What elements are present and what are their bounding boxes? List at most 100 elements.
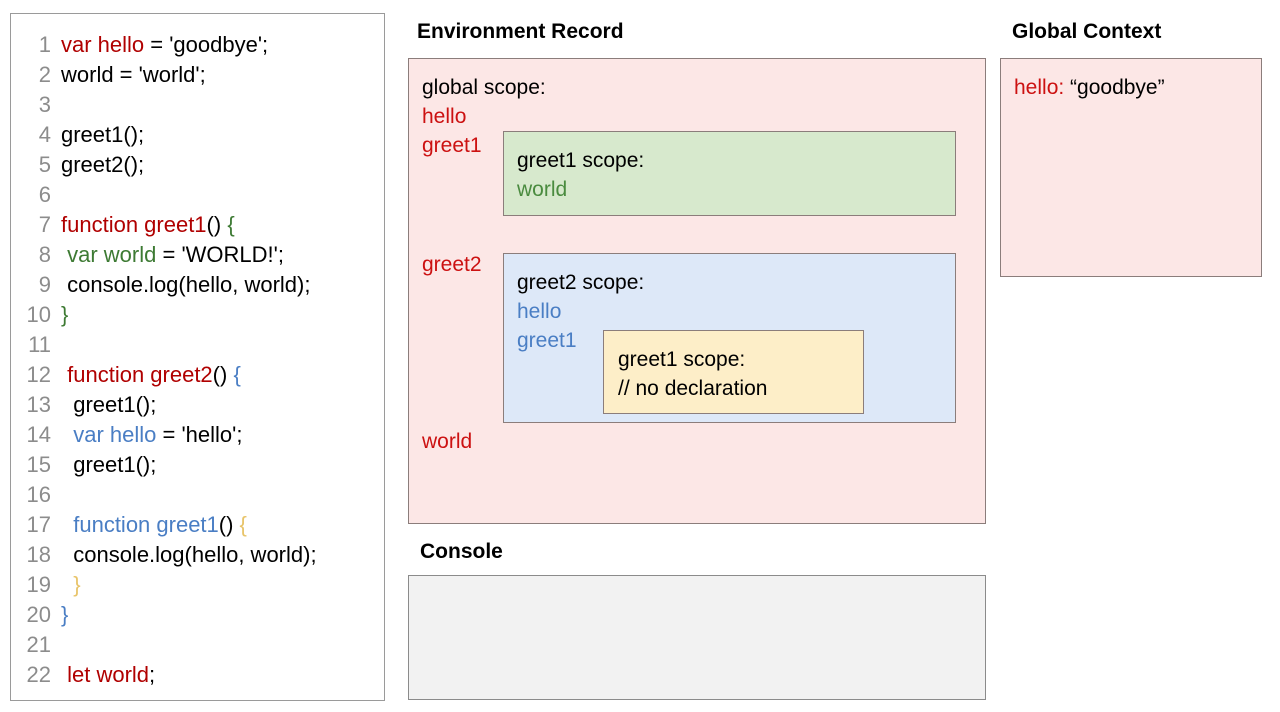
code-token: { [233,362,241,387]
code-line-text [51,182,61,207]
code-token: = 'goodbye'; [144,32,269,57]
code-line: 4 greet1(); [11,120,384,150]
code-token [61,572,73,597]
global-binding-world: world [422,430,473,453]
code-token: = 'hello'; [156,422,243,447]
code-line: 8 var world = 'WORLD!'; [11,240,384,270]
code-token: () [212,362,234,387]
code-token: var world [67,242,157,267]
code-line: 19 } [11,570,384,600]
greet1-scope-label: greet1 scope: [517,149,645,172]
nested-greet1-scope-box: greet1 scope: // no declaration [603,330,864,414]
code-line: 18 console.log(hello, world); [11,540,384,570]
line-number: 3 [38,92,51,117]
code-line: 7 function greet1() { [11,210,384,240]
code-line-text: console.log(hello, world); [51,542,317,567]
code-line-text: var hello = 'goodbye'; [51,32,268,57]
console-title: Console [420,540,503,563]
code-line-text [51,632,61,657]
code-line-text: } [51,302,68,327]
line-number: 6 [38,182,51,207]
code-token: greet1(); [61,392,157,417]
code-token: greet1(); [61,122,145,147]
line-number: 13 [26,392,51,417]
code-line: 21 [11,630,384,660]
code-line: 12 function greet2() { [11,360,384,390]
line-number: 20 [26,602,51,627]
global-binding-greet2: greet2 [422,253,482,276]
code-line-text [51,482,61,507]
code-line-text: greet1(); [51,122,144,147]
code-line-text: greet2(); [51,152,144,177]
code-token: world = 'world'; [61,62,206,87]
console-panel[interactable] [408,575,986,700]
code-token: () [206,212,228,237]
code-token: greet2(); [61,152,145,177]
line-number: 21 [26,632,51,657]
code-line: 22 let world; [11,660,384,690]
line-number: 4 [38,122,51,147]
code-line: 20} [11,600,384,630]
code-line-text: greet1(); [51,452,156,477]
code-token: console.log(hello, world); [61,542,317,567]
global-binding-greet1: greet1 [422,134,482,157]
code-line: 10} [11,300,384,330]
code-line: 17 function greet1() { [11,510,384,540]
code-line-text: console.log(hello, world); [51,272,310,297]
code-token: { [239,512,247,537]
code-line-text: function greet1() { [51,512,247,537]
code-token: console.log(hello, world); [61,272,311,297]
line-number: 1 [38,32,51,57]
code-token: function greet1 [61,212,207,237]
greet2-scope-box: greet2 scope: hello greet1 greet1 scope:… [503,253,956,423]
code-token: { [227,212,235,237]
nested-greet1-scope-note: // no declaration [618,377,768,400]
global-binding-hello: hello [422,105,467,128]
code-token: function greet2 [67,362,213,387]
code-token: var hello [73,422,157,447]
code-line-text: greet1(); [51,392,156,417]
code-line-text: function greet2() { [51,362,241,387]
greet2-binding-hello: hello [517,300,562,323]
global-context-entry-key: hello: [1014,76,1065,99]
line-number: 11 [28,332,51,357]
line-number: 9 [38,272,51,297]
code-token: } [61,602,69,627]
code-token [61,512,73,537]
code-line-text: var world = 'WORLD!'; [51,242,284,267]
code-token: greet1(); [61,452,157,477]
code-token: function greet1 [73,512,219,537]
code-line-text [51,92,61,117]
code-token: () [218,512,240,537]
global-context-entry-value: “goodbye” [1070,76,1165,99]
line-number: 12 [26,362,51,387]
global-context-title: Global Context [1012,20,1162,43]
code-token: let world [67,662,150,687]
line-number: 14 [26,422,51,447]
line-number: 19 [26,572,51,597]
code-line-text: world = 'world'; [51,62,206,87]
global-context-panel: hello: “goodbye” [1000,58,1262,277]
code-token: ; [149,662,156,687]
line-number: 8 [38,242,51,267]
code-line: 3 [11,90,384,120]
line-number: 10 [26,302,51,327]
code-line-text: let world; [51,662,155,687]
global-scope-label: global scope: [422,76,546,99]
code-line: 9 console.log(hello, world); [11,270,384,300]
code-token: var hello [61,32,145,57]
line-number: 16 [26,482,51,507]
code-line: 16 [11,480,384,510]
code-token: } [61,302,69,327]
code-line-text: } [51,572,80,597]
line-number: 7 [38,212,51,237]
greet1-binding-world: world [517,178,568,201]
line-number: 17 [26,512,51,537]
greet2-scope-label: greet2 scope: [517,271,645,294]
code-token [61,422,73,447]
code-line: 14 var hello = 'hello'; [11,420,384,450]
